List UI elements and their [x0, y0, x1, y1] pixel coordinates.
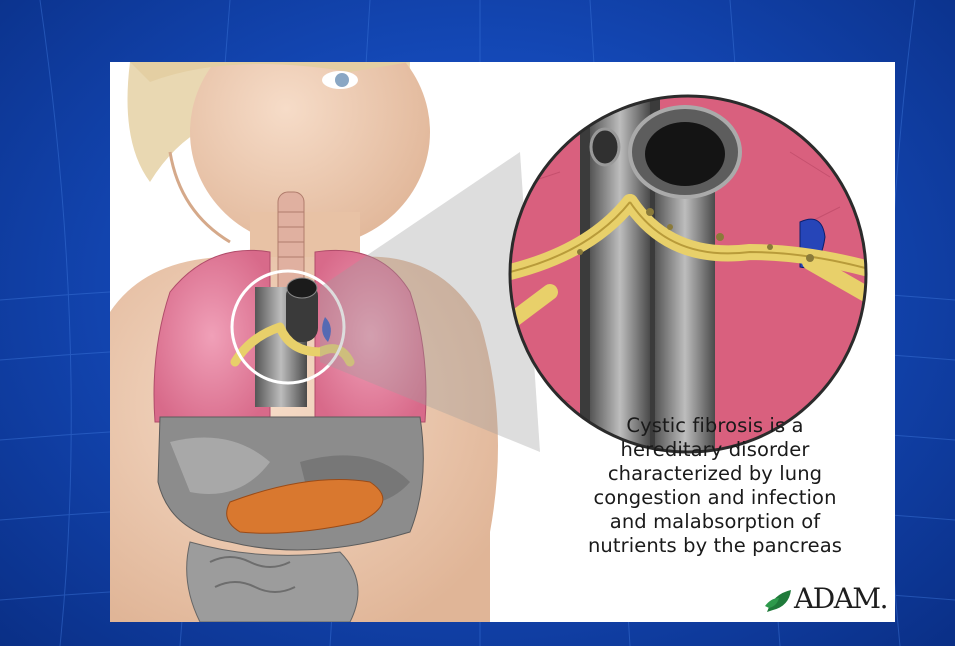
leaf-logo-icon: [763, 586, 793, 614]
adam-logo: ADAM.: [763, 580, 887, 614]
logo-text: ADAM.: [794, 584, 887, 614]
cystic-fibrosis-figure: Cystic fibrosis is a hereditary disorder…: [110, 62, 895, 622]
caption: Cystic fibrosis is a hereditary disorder…: [540, 414, 890, 558]
